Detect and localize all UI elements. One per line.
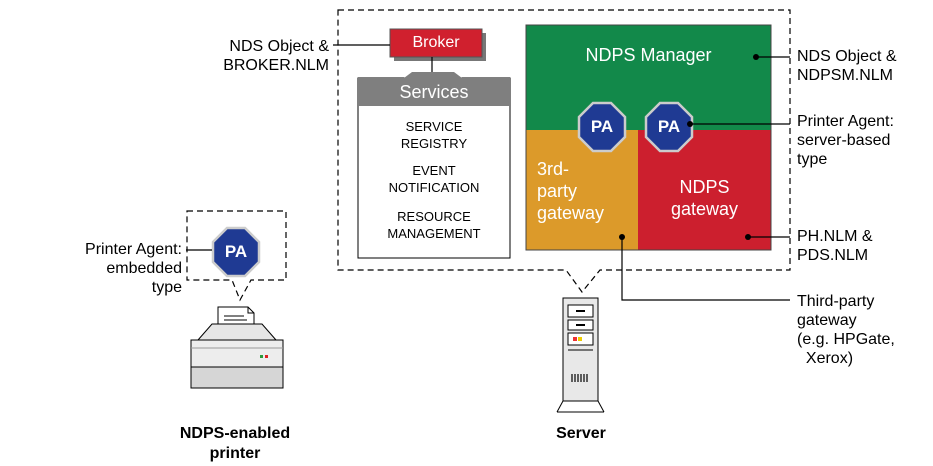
pa-octagon-printer bbox=[211, 226, 261, 278]
services-header bbox=[358, 78, 510, 106]
server-caption: Server bbox=[556, 425, 606, 442]
printer-icon bbox=[190, 306, 284, 389]
third-party-gateway-ext-label: Third-party gateway (e.g. HPGate, Xerox) bbox=[797, 293, 895, 367]
services-box bbox=[357, 77, 511, 259]
printer-container bbox=[186, 210, 287, 302]
broker-label: Broker bbox=[412, 34, 460, 51]
broker-box bbox=[389, 28, 483, 58]
manager-nds-label: NDS Object & NDPSM.NLM bbox=[797, 48, 897, 84]
event-notification: EVENT NOTIFICATION bbox=[388, 163, 480, 195]
ndps-manager-label: NDPS Manager bbox=[585, 45, 712, 65]
pa-label-2: PA bbox=[657, 117, 681, 136]
pa-octagon-1 bbox=[577, 101, 627, 153]
pa-embedded-label: Printer Agent: embedded type bbox=[85, 241, 182, 296]
resource-management: RESOURCE MANAGEMENT bbox=[387, 209, 481, 241]
ndps-manager-box bbox=[526, 25, 771, 130]
third-party-gateway-label: 3rd- party gateway bbox=[537, 159, 605, 223]
services-header-label: Services bbox=[399, 82, 469, 102]
service-registry: SERVICE REGISTRY bbox=[400, 119, 468, 151]
pa-label-1: PA bbox=[590, 117, 614, 136]
third-party-gateway-box bbox=[526, 130, 638, 250]
printer-caption: NDPS-enabled printer bbox=[179, 425, 291, 462]
pa-server-label: Printer Agent: server-based type bbox=[797, 113, 894, 168]
server-tower-icon bbox=[556, 297, 605, 413]
server-container bbox=[337, 9, 791, 293]
ndps-gateway-label: NDPS gateway bbox=[670, 177, 739, 219]
broker-nds-label: NDS Object & BROKER.NLM bbox=[223, 38, 329, 74]
pa-label-printer: PA bbox=[224, 242, 248, 261]
pa-octagon-2 bbox=[644, 101, 694, 153]
ph-nlm-label: PH.NLM & PDS.NLM bbox=[797, 228, 873, 264]
